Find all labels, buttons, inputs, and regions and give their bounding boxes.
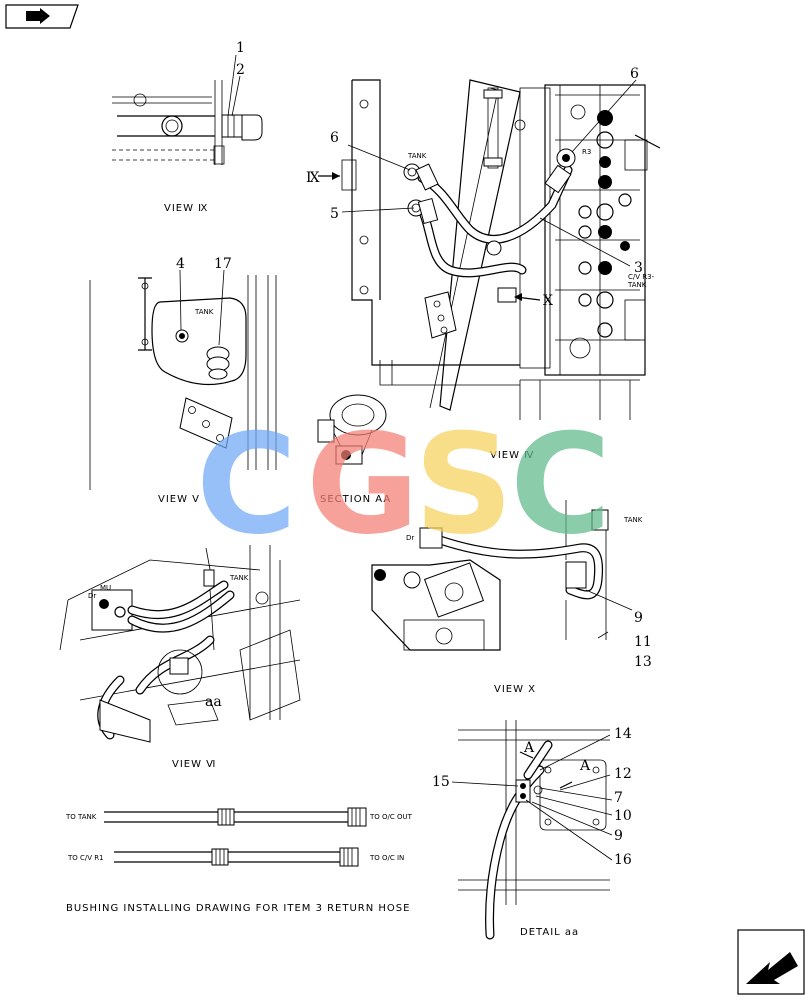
section-aa-title: SECTION AA bbox=[320, 494, 391, 505]
r3-label: R3 bbox=[582, 148, 591, 156]
callout-10: 10 bbox=[614, 808, 632, 824]
view-iv-drawing bbox=[318, 79, 661, 420]
view-vi-title: VIEW Ⅵ bbox=[172, 759, 216, 770]
callout-6-right: 6 bbox=[630, 66, 639, 82]
watermark-letter-s: S bbox=[414, 404, 513, 565]
view-x-drawing bbox=[371, 500, 633, 651]
tank-label-v: TANK bbox=[194, 308, 214, 316]
callout-5: 5 bbox=[330, 206, 339, 222]
prev-page-icon[interactable] bbox=[5, 4, 79, 29]
section-aa-drawing bbox=[317, 394, 387, 465]
view-ix-title: VIEW Ⅸ bbox=[164, 203, 208, 214]
callout-2: 2 bbox=[236, 62, 245, 78]
detail-aa-title: DETAIL aa bbox=[520, 927, 579, 938]
detail-aa-drawing bbox=[451, 720, 613, 940]
dr-label-x: Dr bbox=[406, 534, 414, 542]
section-a-right: A bbox=[579, 758, 591, 774]
bushing-hose-top bbox=[104, 807, 367, 827]
mu-label: MU bbox=[100, 584, 111, 592]
view-x-title: VIEW X bbox=[494, 684, 536, 695]
callout-16: 16 bbox=[614, 852, 632, 868]
callout-12: 12 bbox=[614, 766, 632, 782]
to-tank-label: TO TANK bbox=[65, 813, 97, 821]
watermark-letter-c1: C bbox=[196, 404, 297, 565]
callout-15: 15 bbox=[432, 774, 450, 790]
view-arrow-ix-label: Ⅸ bbox=[306, 170, 320, 186]
tank-label-vi: TANK bbox=[229, 574, 249, 582]
view-v-title: VIEW Ⅴ bbox=[158, 494, 200, 505]
next-page-icon[interactable] bbox=[737, 929, 805, 995]
view-v-drawing bbox=[89, 269, 277, 490]
callout-9-detail: 9 bbox=[614, 828, 623, 844]
watermark: C G S C bbox=[196, 404, 611, 565]
cv-r3-tank-label-1: C/V R3- bbox=[628, 273, 655, 281]
tank-label-x: TANK bbox=[623, 516, 643, 524]
tank-label-iv: TANK bbox=[407, 152, 427, 160]
to-oc-in-label: TO O/C IN bbox=[369, 854, 404, 862]
view-iv-title: VIEW Ⅳ bbox=[490, 450, 534, 461]
callout-14: 14 bbox=[614, 726, 632, 742]
watermark-letter-c2: C bbox=[510, 404, 611, 565]
section-a-left: A bbox=[523, 740, 535, 756]
callout-7: 7 bbox=[614, 790, 623, 806]
cv-r3-tank-label-2: TANK bbox=[627, 281, 647, 289]
dr-label-vi: Dr bbox=[88, 592, 96, 600]
callout-1: 1 bbox=[236, 40, 245, 56]
aa-marker: aa bbox=[205, 694, 222, 710]
view-arrow-x-label: X bbox=[543, 293, 553, 309]
bushing-caption: BUSHING INSTALLING DRAWING FOR ITEM 3 RE… bbox=[66, 903, 410, 914]
watermark-letter-g: G bbox=[306, 404, 419, 565]
callout-17: 17 bbox=[214, 256, 232, 272]
view-vi-drawing bbox=[59, 545, 301, 743]
callout-13: 13 bbox=[634, 654, 652, 670]
callout-6-left: 6 bbox=[330, 130, 339, 146]
callout-11: 11 bbox=[634, 634, 652, 650]
callout-4: 4 bbox=[176, 256, 185, 272]
bushing-hose-bottom bbox=[114, 847, 359, 867]
to-oc-out-label: TO O/C OUT bbox=[369, 813, 413, 821]
callout-3: 3 bbox=[634, 260, 643, 276]
view-ix-drawing bbox=[112, 54, 263, 165]
to-cv-r1-label: TO C/V R1 bbox=[67, 854, 104, 862]
callout-9-x: 9 bbox=[634, 610, 643, 626]
